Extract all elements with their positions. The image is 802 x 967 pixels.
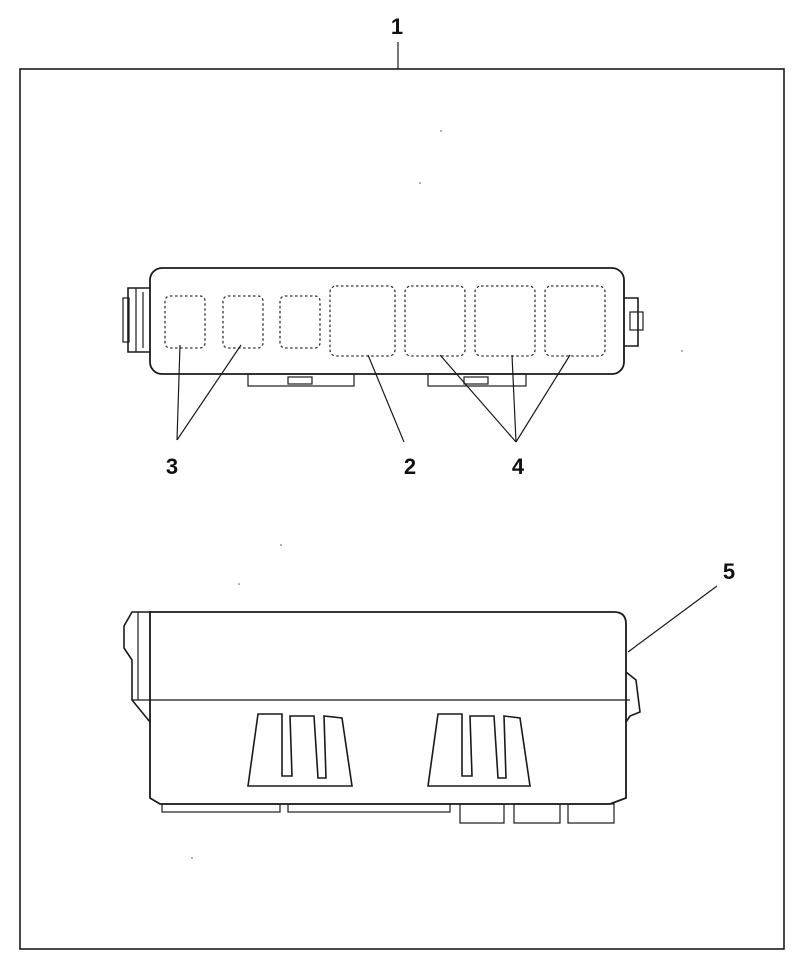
fuse-box-body bbox=[149, 267, 625, 375]
callout-1: 1 bbox=[391, 14, 403, 39]
callout-3: 3 bbox=[166, 454, 178, 479]
callout-4: 4 bbox=[512, 454, 525, 479]
side-left-clip bbox=[123, 611, 151, 723]
fuse-slot-1 bbox=[164, 295, 206, 349]
side-bracket-left bbox=[247, 713, 353, 787]
relay-slot-large bbox=[329, 285, 396, 357]
fuse-box-side-view bbox=[123, 611, 641, 824]
relay-slot-1 bbox=[404, 285, 466, 357]
bottom-connector-2 bbox=[287, 803, 451, 813]
diagram-frame bbox=[19, 68, 785, 950]
leader-3b bbox=[176, 344, 242, 441]
side-right-clip bbox=[625, 671, 641, 723]
leader-2 bbox=[367, 354, 405, 443]
bottom-connector-5 bbox=[567, 803, 615, 824]
relay-slot-3 bbox=[544, 285, 606, 357]
fuse-box-top-view bbox=[122, 267, 644, 387]
relay-slot-2 bbox=[474, 285, 536, 357]
leader-4b bbox=[511, 354, 517, 443]
fuse-slot-2 bbox=[222, 295, 264, 349]
bottom-tab-left bbox=[247, 373, 355, 387]
fuse-slot-3 bbox=[279, 295, 321, 349]
left-connector bbox=[127, 287, 150, 353]
bottom-connector-1 bbox=[161, 803, 281, 813]
bottom-connector-3 bbox=[459, 803, 505, 824]
leader-5 bbox=[627, 585, 718, 653]
callout-2: 2 bbox=[404, 454, 416, 479]
bottom-connector-4 bbox=[513, 803, 561, 824]
right-connector bbox=[624, 297, 639, 347]
bottom-tab-right bbox=[427, 373, 527, 387]
side-body bbox=[149, 611, 627, 805]
callout-5: 5 bbox=[723, 559, 735, 584]
leader-4a bbox=[439, 354, 517, 443]
leader-4c bbox=[515, 354, 571, 443]
leader-3a bbox=[176, 344, 181, 441]
side-bracket-right bbox=[427, 713, 531, 787]
